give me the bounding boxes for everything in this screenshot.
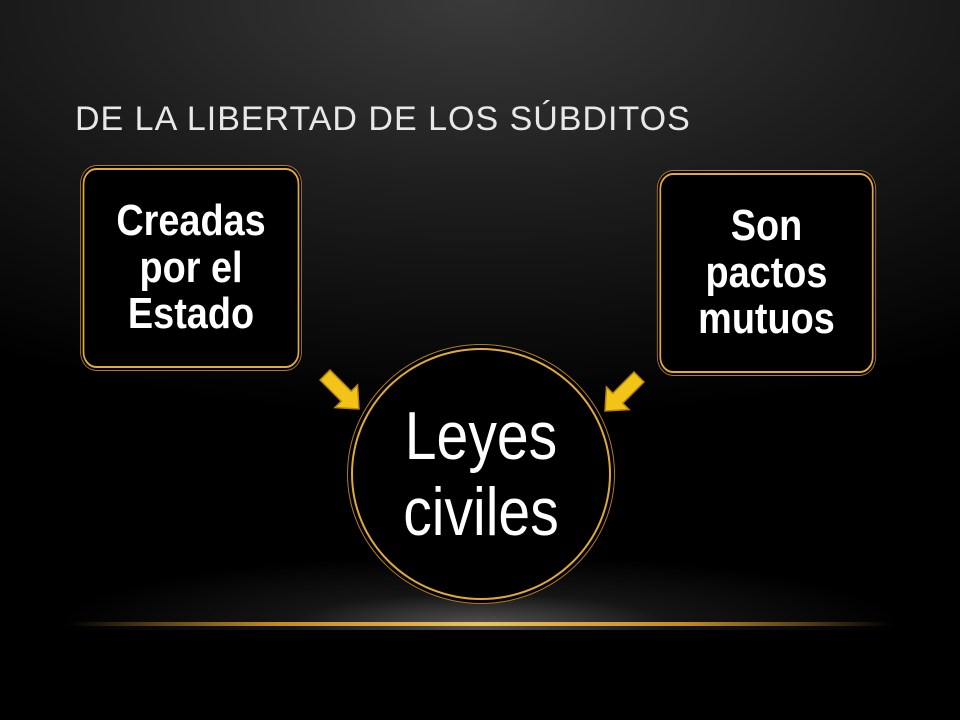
center-circle: Leyes civiles [351, 348, 611, 600]
right-box: Son pactos mutuos [659, 173, 874, 373]
arrow-left-icon [319, 369, 360, 410]
left-box: Creadas por el Estado [82, 168, 300, 368]
arrow-right-icon [604, 371, 645, 412]
slide-title: DE LA LIBERTAD DE LOS SÚBDITOS [75, 100, 691, 138]
center-circle-text: Leyes civiles [403, 397, 559, 550]
floor-line [70, 622, 890, 626]
right-box-text: Son pactos mutuos [698, 201, 835, 344]
left-box-text: Creadas por el Estado [116, 196, 266, 339]
